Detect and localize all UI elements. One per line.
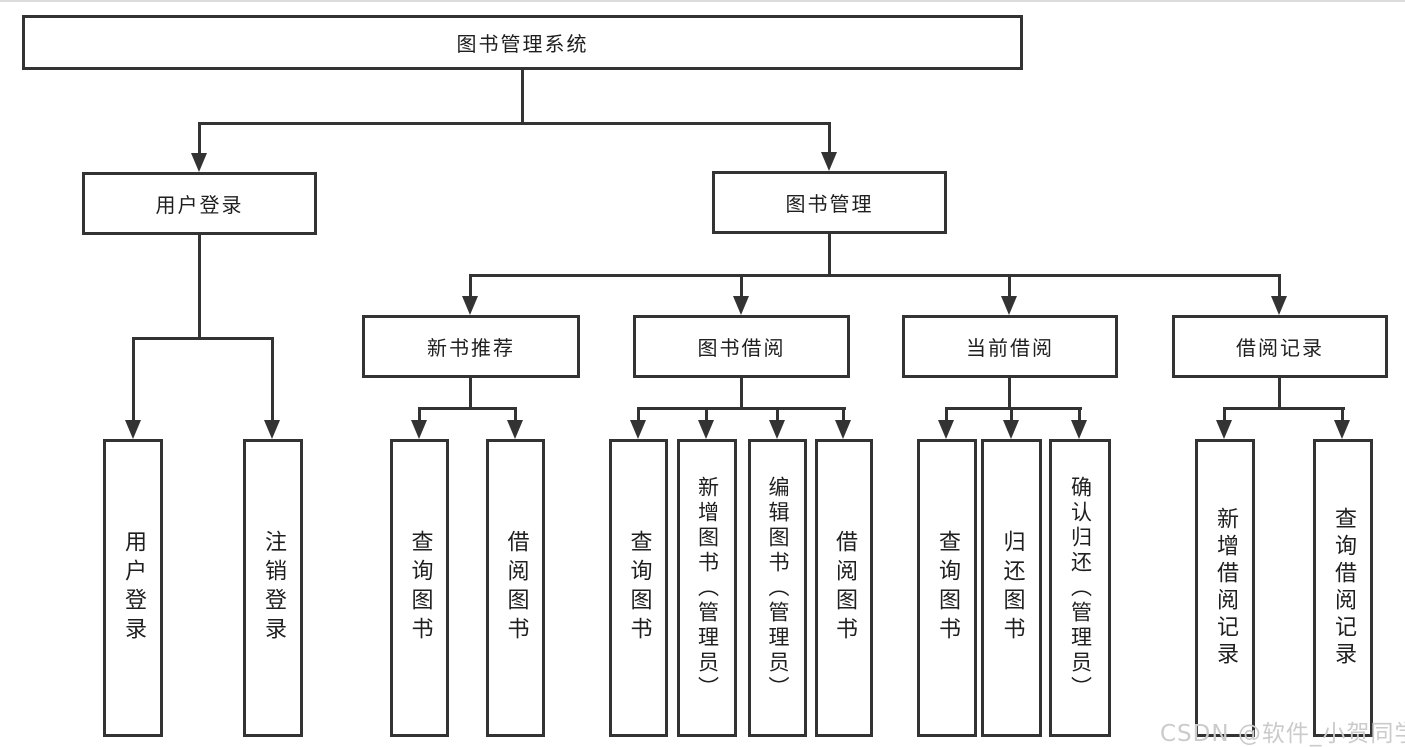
- connector-recommend-drop-1: [418, 407, 421, 423]
- connector-borrowing-drop-2: [705, 407, 708, 423]
- node-book-borrowing-label: 图书借阅: [697, 336, 786, 360]
- connector-user-login-stem: [198, 235, 201, 340]
- node-root-label: 图书管理系统: [456, 32, 589, 56]
- connector-records-drop-2: [1341, 407, 1344, 423]
- leaf-recommend-query-books: 查询图书: [390, 439, 449, 737]
- arrowhead-to-new-book-recommend: [462, 296, 478, 315]
- connector-recommend-rail: [418, 407, 517, 410]
- connector-book-mgmt-drop-2: [740, 274, 743, 299]
- connector-borrowing-drop-4: [842, 407, 845, 423]
- leaf-current-return-books: 归还图书: [981, 439, 1042, 737]
- arrowhead-borrowing-leaf-2: [698, 420, 714, 439]
- arrowhead-borrowing-leaf-3: [769, 420, 785, 439]
- leaf-recommend-borrow-books-label: 借阅图书: [503, 530, 529, 646]
- connector-root-drop-right: [828, 122, 831, 155]
- leaf-borrowing-edit-books-admin-label: 编辑图书（管理员）: [766, 475, 790, 701]
- connector-book-mgmt-drop-4: [1278, 274, 1281, 299]
- leaf-logout: 注销登录: [243, 439, 303, 737]
- connector-user-login-drop-1: [132, 337, 135, 423]
- arrowhead-recommend-leaf-2: [507, 420, 523, 439]
- arrowhead-to-leaf-user-login: [125, 420, 141, 439]
- connector-current-rail: [946, 407, 1082, 410]
- leaf-current-query-books: 查询图书: [917, 439, 977, 737]
- connector-book-mgmt-drop-3: [1008, 274, 1011, 299]
- node-user-login-label: 用户登录: [155, 193, 244, 217]
- connector-current-drop-3: [1078, 407, 1081, 423]
- leaf-borrowing-edit-books-admin: 编辑图书（管理员）: [748, 439, 807, 737]
- node-current-borrowing: 当前借阅: [902, 315, 1118, 378]
- connector-current-drop-1: [945, 407, 948, 423]
- node-user-login: 用户登录: [82, 172, 317, 235]
- connector-current-drop-2: [1010, 407, 1013, 423]
- leaf-current-confirm-return-admin: 确认归还（管理员）: [1049, 439, 1111, 737]
- arrowhead-to-user-login: [191, 153, 207, 172]
- leaf-logout-label: 注销登录: [261, 530, 286, 646]
- leaf-user-login: 用户登录: [103, 439, 163, 737]
- node-new-book-recommend: 新书推荐: [362, 315, 580, 378]
- node-borrowing-records-label: 借阅记录: [1236, 336, 1324, 360]
- leaf-records-query-record: 查询借阅记录: [1313, 439, 1373, 737]
- arrowhead-recommend-leaf-1: [411, 420, 427, 439]
- node-root-library-system: 图书管理系统: [22, 15, 1023, 70]
- connector-borrowing-drop-3: [776, 407, 779, 423]
- leaf-records-add-record: 新增借阅记录: [1195, 439, 1255, 737]
- connector-records-drop-1: [1223, 407, 1226, 423]
- leaf-current-confirm-return-admin-label: 确认归还（管理员）: [1068, 475, 1093, 701]
- node-book-management-label: 图书管理: [785, 192, 874, 216]
- node-book-management: 图书管理: [712, 171, 947, 234]
- arrowhead-records-leaf-1: [1216, 420, 1232, 439]
- arrowhead-to-book-borrowing: [733, 296, 749, 315]
- connector-recommend-stem: [469, 378, 472, 410]
- connector-borrowing-drop-1: [637, 407, 640, 423]
- connector-root-drop-left: [198, 122, 201, 156]
- leaf-recommend-borrow-books: 借阅图书: [486, 439, 545, 737]
- leaf-borrowing-borrow-books: 借阅图书: [815, 439, 873, 737]
- connector-book-mgmt-stem: [828, 234, 831, 277]
- leaf-recommend-query-books-label: 查询图书: [407, 530, 433, 646]
- leaf-borrowing-add-books-admin-label: 新增图书（管理员）: [695, 475, 720, 701]
- arrowhead-to-borrowing-records: [1271, 296, 1287, 315]
- leaf-current-return-books-label: 归还图书: [999, 530, 1025, 646]
- arrowhead-to-current-borrowing: [1001, 296, 1017, 315]
- arrowhead-current-leaf-3: [1071, 420, 1087, 439]
- leaf-borrowing-add-books-admin: 新增图书（管理员）: [677, 439, 737, 737]
- arrowhead-borrowing-leaf-1: [630, 420, 646, 439]
- node-book-borrowing: 图书借阅: [633, 315, 850, 378]
- leaf-borrowing-query-books-label: 查询图书: [626, 530, 652, 646]
- arrowhead-current-leaf-2: [1003, 420, 1019, 439]
- csdn-watermark: CSDN @软件_小贺同学: [1160, 721, 1405, 747]
- connector-book-mgmt-drop-1: [469, 274, 472, 299]
- leaf-borrowing-query-books: 查询图书: [609, 439, 668, 737]
- connector-root-stem: [521, 70, 524, 125]
- leaf-records-add-record-label: 新增借阅记录: [1213, 507, 1238, 669]
- node-new-book-recommend-label: 新书推荐: [427, 336, 515, 360]
- connector-user-login-rail: [132, 337, 274, 340]
- connector-recommend-drop-2: [514, 407, 517, 423]
- leaf-current-query-books-label: 查询图书: [935, 530, 960, 646]
- arrowhead-current-leaf-1: [938, 420, 954, 439]
- connector-root-rail: [198, 122, 831, 125]
- connector-user-login-drop-2: [271, 337, 274, 423]
- connector-borrowing-stem: [740, 378, 743, 410]
- connector-current-stem: [1008, 378, 1011, 410]
- leaf-user-login-label: 用户登录: [121, 530, 146, 646]
- leaf-records-query-record-label: 查询借阅记录: [1331, 507, 1356, 669]
- node-current-borrowing-label: 当前借阅: [966, 336, 1054, 360]
- connector-records-stem: [1278, 378, 1281, 410]
- arrowhead-to-book-management: [821, 152, 837, 171]
- connector-book-mgmt-rail: [470, 274, 1281, 277]
- connector-records-rail: [1224, 407, 1345, 410]
- arrowhead-borrowing-leaf-4: [835, 420, 851, 439]
- node-borrowing-records: 借阅记录: [1172, 315, 1388, 378]
- arrowhead-records-leaf-2: [1334, 420, 1350, 439]
- connector-borrowing-rail: [637, 407, 846, 410]
- leaf-borrowing-borrow-books-label: 借阅图书: [832, 530, 857, 646]
- arrowhead-to-leaf-logout: [264, 420, 280, 439]
